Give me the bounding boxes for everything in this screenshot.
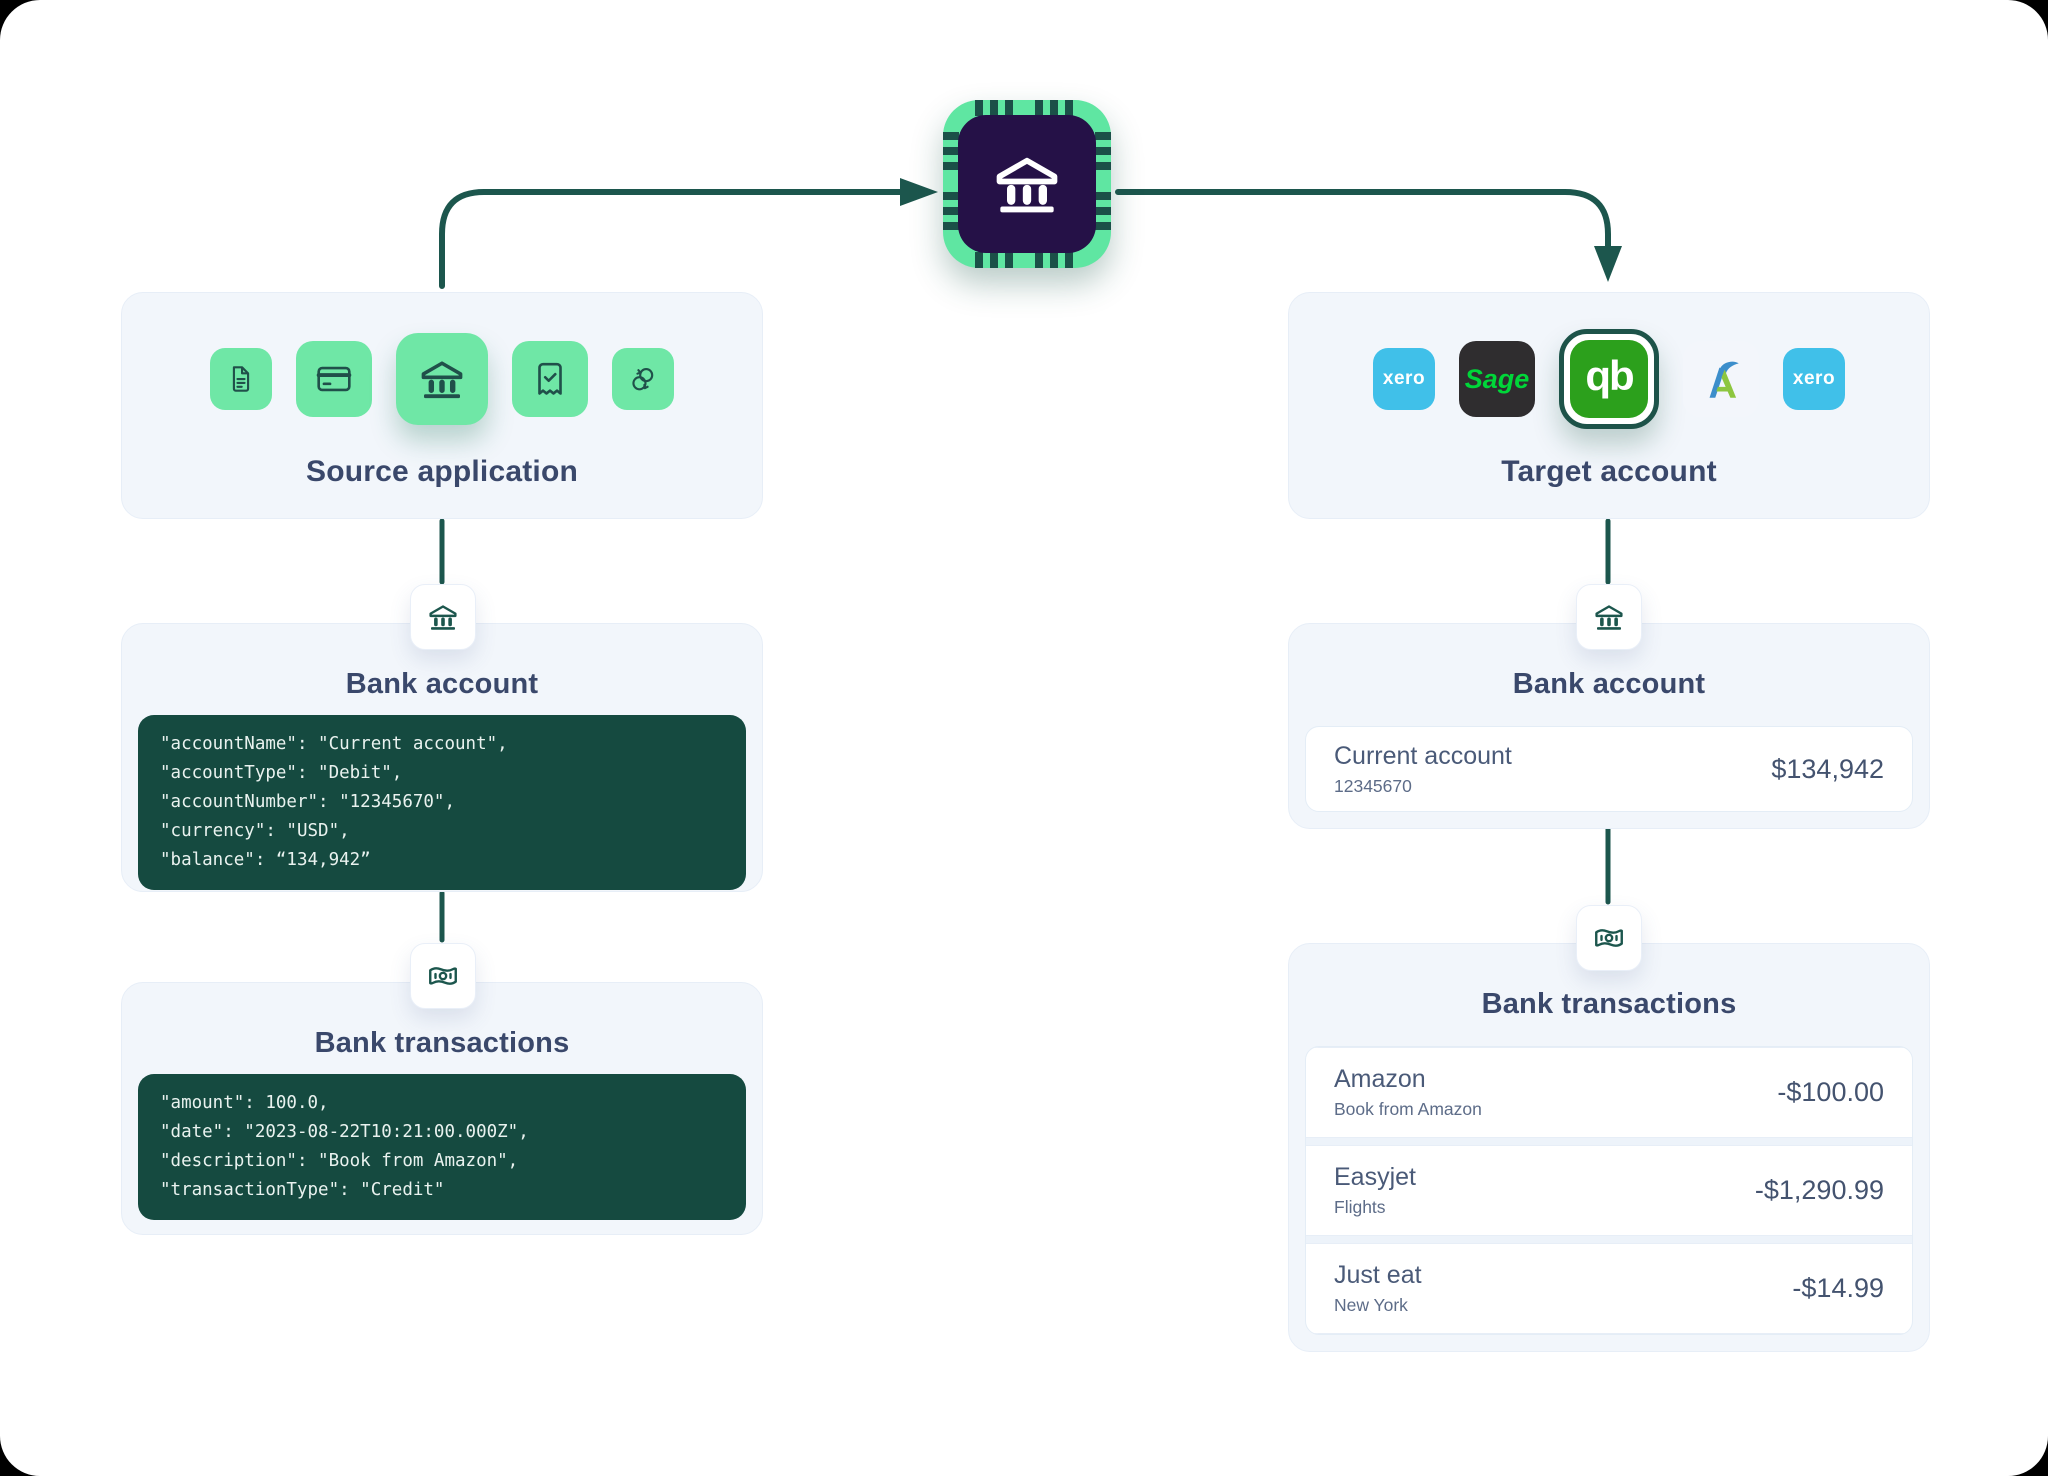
- code-line: "description": "Book from Amazon",: [160, 1151, 519, 1171]
- code-line: "accountType": "Debit",: [160, 763, 403, 783]
- target-app-row: xero Sage qb xero: [1289, 293, 1929, 429]
- transaction-description: Book from Amazon: [1334, 1099, 1482, 1119]
- flow-arrow-hub-to-target: [1115, 189, 1611, 249]
- code-line: "balance": “134,942”: [160, 850, 371, 870]
- credit-card-icon: [296, 341, 372, 417]
- code-line: "date": "2023-08-22T10:21:00.000Z",: [160, 1122, 529, 1142]
- transaction-description: New York: [1334, 1295, 1408, 1315]
- quickbooks-mark: qb: [1570, 340, 1648, 418]
- target-card-title: Target account: [1501, 455, 1717, 488]
- freeagent-logo: [1683, 341, 1759, 417]
- bank-account-title: Bank account: [345, 668, 539, 700]
- account-balance: $134,942: [1771, 753, 1884, 784]
- bank-badge-icon: [1576, 584, 1642, 650]
- target-account-card: xero Sage qb xero Target account: [1288, 292, 1930, 519]
- transaction-name: Easyjet: [1334, 1163, 1416, 1191]
- bank-account-code-block: "accountName": "Current account", "accou…: [138, 715, 746, 890]
- arrowhead-right-icon: [900, 178, 938, 206]
- currency-sync-icon: [612, 348, 674, 410]
- bank-badge-icon: [410, 584, 476, 650]
- code-line: "accountName": "Current account",: [160, 734, 508, 754]
- banknote-badge-icon: [1576, 905, 1642, 971]
- transaction-name: Just eat: [1334, 1261, 1422, 1289]
- target-bank-transactions-card: Bank transactions Amazon Book from Amazo…: [1288, 943, 1930, 1352]
- chip-pins-right: [1095, 126, 1111, 242]
- transaction-amount: -$100.00: [1777, 1077, 1884, 1107]
- source-application-card: Source application: [121, 292, 763, 519]
- source-bank-transactions-card: Bank transactions "amount": 100.0, "date…: [121, 982, 763, 1235]
- sage-logo: Sage: [1459, 341, 1535, 417]
- transaction-info: Amazon Book from Amazon: [1334, 1065, 1482, 1120]
- chip-bank-icon: [958, 115, 1096, 253]
- banknote-badge-icon: [410, 943, 476, 1009]
- code-line: "currency": "USD",: [160, 821, 350, 841]
- account-summary-row: Current account 12345670 $134,942: [1305, 726, 1913, 812]
- file-document-icon: [210, 348, 272, 410]
- transactions-list: Amazon Book from Amazon -$100.00 Easyjet…: [1305, 1046, 1913, 1335]
- bank-transactions-code-block: "amount": 100.0, "date": "2023-08-22T10:…: [138, 1074, 746, 1220]
- transaction-amount: -$14.99: [1792, 1273, 1884, 1303]
- code-line: "transactionType": "Credit": [160, 1180, 445, 1200]
- transaction-name: Amazon: [1334, 1065, 1426, 1093]
- transaction-info: Just eat New York: [1334, 1261, 1422, 1316]
- transaction-row: Amazon Book from Amazon -$100.00: [1306, 1047, 1912, 1138]
- bank-transactions-title: Bank transactions: [1481, 988, 1737, 1020]
- transaction-row: Just eat New York -$14.99: [1306, 1243, 1912, 1334]
- xero-logo: xero: [1373, 348, 1435, 410]
- arrowhead-down-icon: [1594, 246, 1622, 282]
- target-bank-account-card: Bank account Current account 12345670 $1…: [1288, 623, 1930, 829]
- chip-pins-bottom: [969, 252, 1085, 268]
- account-name: Current account: [1334, 741, 1512, 770]
- xero-logo: xero: [1783, 348, 1845, 410]
- transaction-info: Easyjet Flights: [1334, 1163, 1416, 1218]
- receipt-check-icon: [512, 341, 588, 417]
- code-line: "amount": 100.0,: [160, 1093, 329, 1113]
- transaction-amount: -$1,290.99: [1754, 1175, 1884, 1205]
- transaction-description: Flights: [1334, 1197, 1386, 1217]
- bank-account-title: Bank account: [1512, 668, 1706, 700]
- quickbooks-logo: qb: [1559, 329, 1659, 429]
- integration-hub: [943, 100, 1111, 268]
- chip-pins-top: [969, 100, 1085, 116]
- bank-transactions-title: Bank transactions: [314, 1027, 570, 1059]
- transaction-row: Easyjet Flights -$1,290.99: [1306, 1145, 1912, 1236]
- source-bank-account-card: Bank account "accountName": "Current acc…: [121, 623, 763, 892]
- flow-arrow-source-to-hub: [439, 189, 903, 289]
- bank-icon: [396, 333, 488, 425]
- chip-pins-left: [943, 126, 959, 242]
- code-line: "accountNumber": "12345670",: [160, 792, 456, 812]
- source-card-title: Source application: [306, 455, 578, 488]
- source-icon-row: [122, 293, 762, 425]
- account-number: 12345670: [1334, 775, 1412, 796]
- account-info: Current account 12345670: [1334, 742, 1512, 797]
